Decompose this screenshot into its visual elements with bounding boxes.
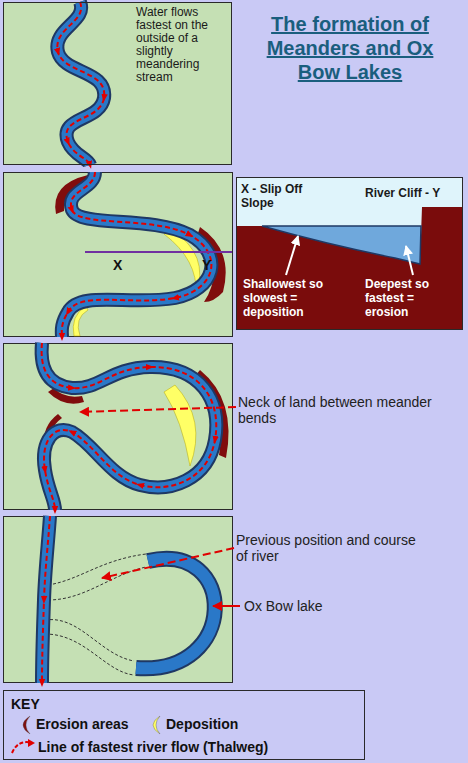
legend-line-sample xyxy=(10,737,36,755)
stage-panel: Water flows fastest on the outside of a … xyxy=(3,2,232,165)
water-section xyxy=(262,226,421,264)
oxbow-lake-edge xyxy=(136,559,215,669)
stage-panel xyxy=(4,173,233,337)
river-bank xyxy=(57,2,104,165)
legend-text: Deposition xyxy=(166,716,238,732)
key-box: KEY Erosion areas DepositionLine of fastes… xyxy=(3,690,365,760)
former-course xyxy=(45,634,134,675)
stage-panel xyxy=(4,517,233,683)
legend-text: Line of fastest river flow (Thalweg) xyxy=(38,739,268,755)
pointer-arrow xyxy=(286,236,298,275)
oxbow-lake xyxy=(136,559,215,669)
legend-crescent xyxy=(16,715,32,735)
river-channel xyxy=(62,172,212,337)
former-course xyxy=(45,620,134,661)
former-course xyxy=(48,567,146,600)
section-label: River Cliff - Y xyxy=(365,186,461,200)
legend-text: Erosion areas xyxy=(36,716,129,732)
cross-section-box: X - Slip Off Slope River Cliff - Y Shallow… xyxy=(236,177,463,330)
section-note: Shallowest so slowest = deposition xyxy=(243,277,339,319)
pointer-arrow xyxy=(406,246,413,275)
crescent-shape xyxy=(153,716,160,734)
thalweg-line xyxy=(57,2,104,165)
section-note: Deepest so fastest = erosion xyxy=(365,277,457,319)
thalweg-line xyxy=(42,343,217,510)
callout-text: Neck of land between meander bends xyxy=(238,394,438,426)
river-bank xyxy=(42,343,217,510)
callout-text: Ox Bow lake xyxy=(244,598,394,614)
stage-panel xyxy=(4,344,233,510)
section-end-label: Y xyxy=(202,257,222,273)
former-course xyxy=(48,554,146,585)
stage-panel xyxy=(3,2,232,165)
diagram-title: The formation of Meanders and Ox Bow Lak… xyxy=(250,12,450,84)
flow-arrowhead xyxy=(28,739,35,747)
river-channel xyxy=(42,516,50,683)
river-bank xyxy=(62,172,212,337)
river-bank xyxy=(42,516,50,683)
section-line xyxy=(85,251,232,253)
callout-text: Previous position and course of river xyxy=(236,532,426,564)
section-end-label: X xyxy=(113,257,133,273)
crescent-shape xyxy=(23,716,30,734)
deposition-area xyxy=(164,385,196,466)
callout-arrow xyxy=(80,407,236,412)
land-section xyxy=(236,207,463,330)
thalweg-line xyxy=(62,172,212,337)
river-channel xyxy=(42,343,217,510)
key-fill xyxy=(3,690,365,760)
key-heading: KEY xyxy=(11,696,71,712)
sky-fill xyxy=(236,177,463,330)
river-channel xyxy=(57,2,104,165)
legend-crescent xyxy=(146,715,162,735)
panel-note: Water flows fastest on the outside of a … xyxy=(136,6,230,84)
callout-arrow xyxy=(102,548,234,578)
callout-arrow xyxy=(213,605,240,607)
section-label: X - Slip Off Slope xyxy=(241,182,329,210)
thalweg-line xyxy=(42,516,50,683)
